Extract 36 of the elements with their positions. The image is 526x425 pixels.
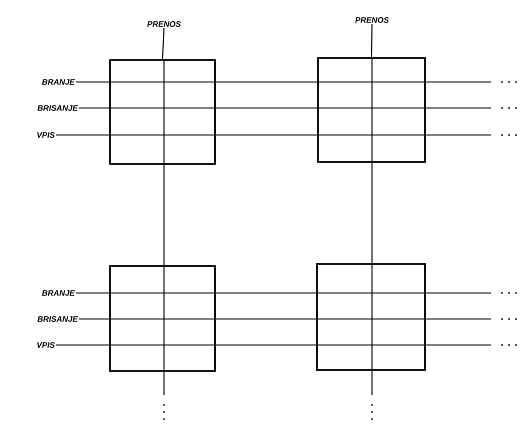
signal-line [56, 344, 110, 346]
signal-line [79, 318, 110, 320]
memory-cell [109, 265, 216, 372]
signal-line [426, 134, 491, 136]
signal-line [426, 344, 491, 346]
signal-line [76, 81, 110, 83]
signal-label: BRISANJE [38, 105, 78, 111]
signal-line [216, 134, 318, 136]
signal-label: BRISANJE [38, 316, 78, 322]
memory-cell [316, 263, 426, 371]
memory-cell [109, 59, 216, 165]
signal-line [162, 28, 165, 60]
signal-label: VPIS [37, 132, 55, 138]
signal-line [216, 81, 318, 83]
signal-line [371, 162, 373, 264]
signal-line [76, 292, 110, 294]
signal-label: PRENOS [355, 17, 389, 23]
signal-label: VPIS [37, 342, 55, 348]
signal-line [426, 292, 491, 294]
signal-label: PRENOS [147, 21, 181, 27]
signal-label: BRANJE [42, 290, 75, 296]
signal-line [371, 370, 373, 395]
signal-line [79, 107, 110, 109]
memory-cell [317, 57, 426, 163]
signal-line [426, 81, 491, 83]
signal-line [370, 24, 373, 58]
signal-line [426, 107, 491, 109]
signal-line [56, 134, 110, 136]
signal-label: BRANJE [42, 79, 75, 85]
signal-line [426, 318, 491, 320]
signal-line [216, 318, 316, 320]
signal-line [216, 344, 316, 346]
signal-line [216, 292, 316, 294]
signal-line [216, 107, 318, 109]
signal-line [163, 372, 165, 395]
signal-line [163, 164, 165, 266]
